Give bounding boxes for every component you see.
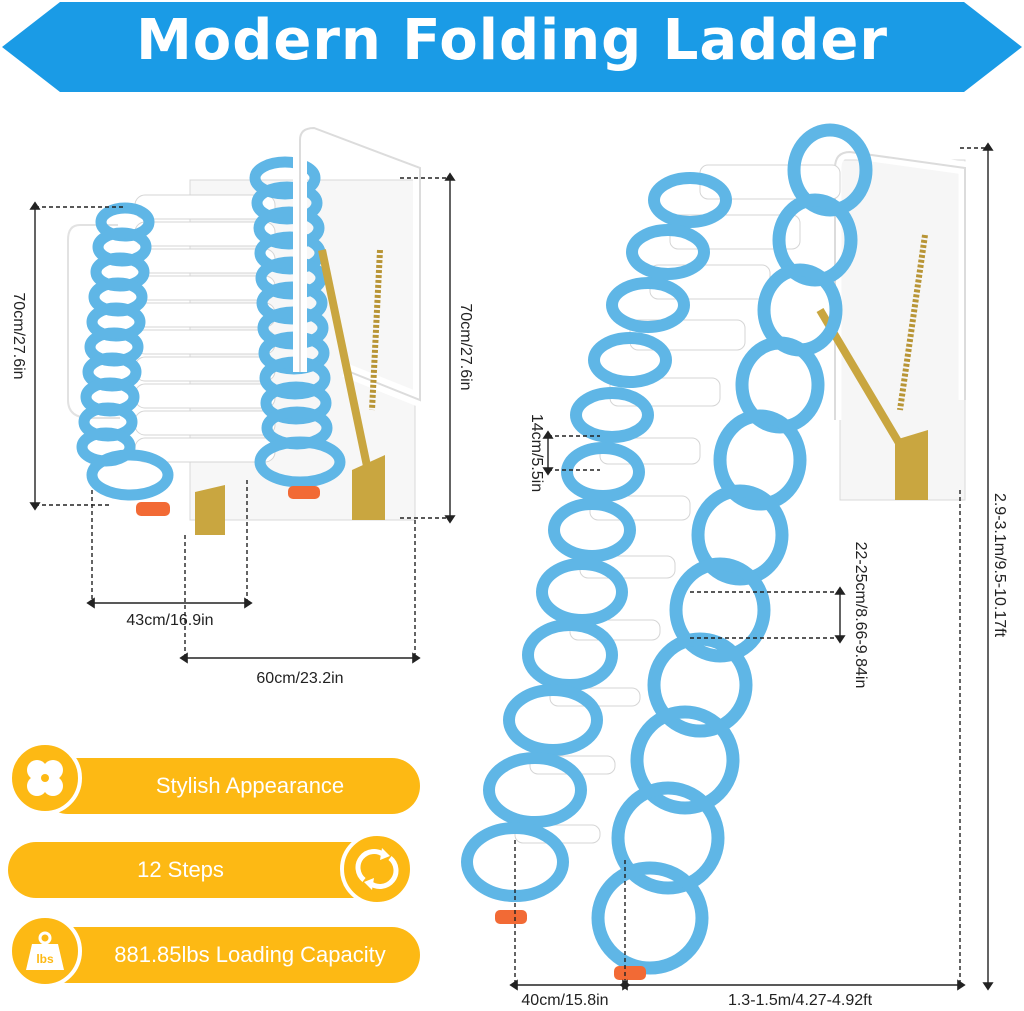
feature-label: Stylish Appearance xyxy=(155,773,345,798)
page-title: Modern Folding Ladder xyxy=(136,8,888,73)
folded-ladder xyxy=(61,120,427,535)
feature-stylish-appearance: Stylish Appearance xyxy=(40,758,420,814)
dim-folded-height-right: 70cm/27.6in xyxy=(457,303,474,391)
dim-step-spacing: 22-25cm/8.66-9.84in xyxy=(852,541,869,689)
dim-step-depth: 14cm/5.5in xyxy=(528,413,545,493)
dim-folded-width-inner: 43cm/16.9in xyxy=(126,612,214,629)
clover-icon xyxy=(8,741,82,815)
stairs-cycle-icon xyxy=(340,832,414,906)
dim-total-height: 2.9-3.1m/9.5-10.17ft xyxy=(991,492,1008,638)
dim-folded-width-outer: 60cm/23.2in xyxy=(256,670,344,687)
extended-ladder xyxy=(461,123,972,980)
feature-12-steps: 12 Steps xyxy=(8,842,383,898)
feature-label: 12 Steps xyxy=(137,857,224,882)
dim-folded-height-left: 70cm/27.6in xyxy=(10,292,27,380)
dim-step-width: 40cm/15.8in xyxy=(521,992,609,1009)
feature-label: 881.85lbs Loading Capacity xyxy=(114,942,386,967)
weight-icon-text: lbs xyxy=(36,952,54,966)
dim-extension: 1.3-1.5m/4.27-4.92ft xyxy=(727,992,873,1009)
feature-loading-capacity: 881.85lbs Loading Capacity xyxy=(40,927,420,983)
title-banner xyxy=(2,2,1022,92)
weight-icon: lbs xyxy=(8,914,82,988)
